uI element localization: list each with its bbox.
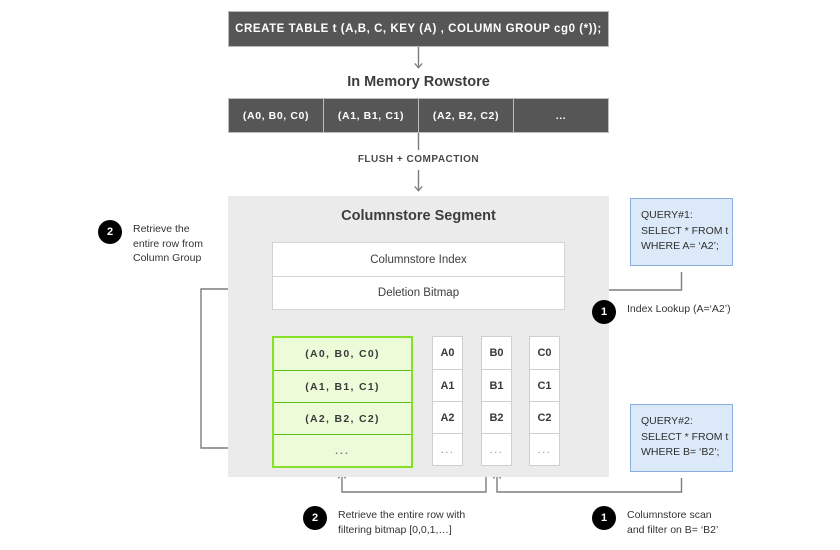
- ddl-statement-banner: CREATE TABLE t (A,B, C, KEY (A) , COLUMN…: [228, 11, 609, 47]
- annotation-left-line-3: Column Group: [133, 252, 202, 264]
- step-badge-1-bottom: 1: [592, 506, 616, 530]
- annotation-bottom-left-line-1: Retrieve the entire row with: [338, 509, 466, 521]
- query-2-line-2: SELECT * FROM t: [641, 430, 729, 443]
- step-badge-2: 2: [98, 220, 122, 244]
- rowstore-cell-1: (A1, B1, C1): [324, 99, 419, 132]
- column-b-cell-3: ...: [482, 433, 511, 465]
- column-a-cell-1: A1: [433, 369, 462, 401]
- annotation-left-text: Retrieve the entire row from Column Grou…: [133, 220, 203, 266]
- annotation-bottom-right-line-2: and filter on B= ‘B2’: [627, 523, 719, 536]
- column-c-cell-3: ...: [530, 433, 559, 465]
- query-2-box: QUERY#2: SELECT * FROM t WHERE B= ‘B2’;: [630, 404, 733, 472]
- rowstore-cell-2: (A2, B2, C2): [419, 99, 514, 132]
- annotation-bottom-left-text: Retrieve the entire row with filtering b…: [338, 506, 465, 537]
- query-1-box: QUERY#1: SELECT * FROM t WHERE A= ‘A2’;: [630, 198, 733, 266]
- annotation-bottom-left-line-2: filtering bitmap [0,0,1,…]: [338, 523, 452, 536]
- column-a-cell-3: ...: [433, 433, 462, 465]
- rowstore-cell-3: ...: [514, 99, 608, 132]
- step-badge-1: 1: [592, 300, 616, 324]
- column-group-cg0: (A0, B0, C0) (A1, B1, C1) (A2, B2, C2) .…: [272, 336, 413, 468]
- column-a-cell-0: A0: [440, 347, 455, 359]
- annotation-index-lookup-text: Index Lookup (A=‘A2’): [627, 300, 731, 317]
- ddl-statement-text: CREATE TABLE t (A,B, C, KEY (A) , COLUMN…: [235, 23, 602, 35]
- flush-compaction-label: FLUSH + COMPACTION: [357, 154, 480, 165]
- query-2-line-3: WHERE B= ‘B2’;: [641, 446, 720, 458]
- columnstore-index-box: Columnstore Index: [370, 253, 467, 266]
- column-group-row-1: (A1, B1, C1): [274, 370, 411, 402]
- query-2-line-1: QUERY#2:: [641, 415, 693, 427]
- column-stack-b: B0 B1 B2 ...: [481, 336, 512, 466]
- column-b-cell-1: B1: [482, 369, 511, 401]
- annotation-bottom-right-line-1: Columnstore scan: [627, 509, 712, 521]
- columnstore-segment-title: Columnstore Segment: [341, 208, 496, 224]
- column-group-row-0: (A0, B0, C0): [305, 348, 380, 360]
- rowstore-row: (A0, B0, C0) (A1, B1, C1) (A2, B2, C2) .…: [228, 98, 609, 133]
- column-stack-c: C0 C1 C2 ...: [529, 336, 560, 466]
- column-b-cell-0: B0: [489, 347, 504, 359]
- step-badge-2-bottom: 2: [303, 506, 327, 530]
- annotation-retrieve-row-bitmap: 2 Retrieve the entire row with filtering…: [303, 506, 465, 537]
- column-stack-a: A0 A1 A2 ...: [432, 336, 463, 466]
- deletion-bitmap-box: Deletion Bitmap: [273, 276, 564, 309]
- annotation-bottom-right-text: Columnstore scan and filter on B= ‘B2’: [627, 506, 718, 537]
- query-1-line-3: WHERE A= ‘A2’;: [641, 240, 719, 252]
- column-group-row-2: (A2, B2, C2): [274, 402, 411, 434]
- annotation-columnstore-scan: 1 Columnstore scan and filter on B= ‘B2’: [592, 506, 718, 537]
- annotation-left-line-1: Retrieve the: [133, 223, 190, 235]
- column-group-row-3: ...: [274, 434, 411, 466]
- rowstore-title: In Memory Rowstore: [347, 74, 490, 90]
- annotation-left-line-2: entire row from: [133, 237, 204, 250]
- annotation-index-lookup-line-1: Index Lookup (A=‘A2’): [627, 303, 731, 315]
- query-1-line-2: SELECT * FROM t: [641, 224, 729, 237]
- rowstore-cell-0: (A0, B0, C0): [229, 99, 324, 132]
- annotation-index-lookup: 1 Index Lookup (A=‘A2’): [592, 300, 731, 324]
- annotation-retrieve-row-column-group: 2 Retrieve the entire row from Column Gr…: [98, 220, 203, 266]
- column-c-cell-2: C2: [530, 401, 559, 433]
- column-c-cell-1: C1: [530, 369, 559, 401]
- column-c-cell-0: C0: [537, 347, 552, 359]
- query-1-line-1: QUERY#1:: [641, 209, 693, 221]
- index-and-bitmap-stack: Columnstore Index Deletion Bitmap: [272, 242, 565, 310]
- column-b-cell-2: B2: [482, 401, 511, 433]
- column-a-cell-2: A2: [433, 401, 462, 433]
